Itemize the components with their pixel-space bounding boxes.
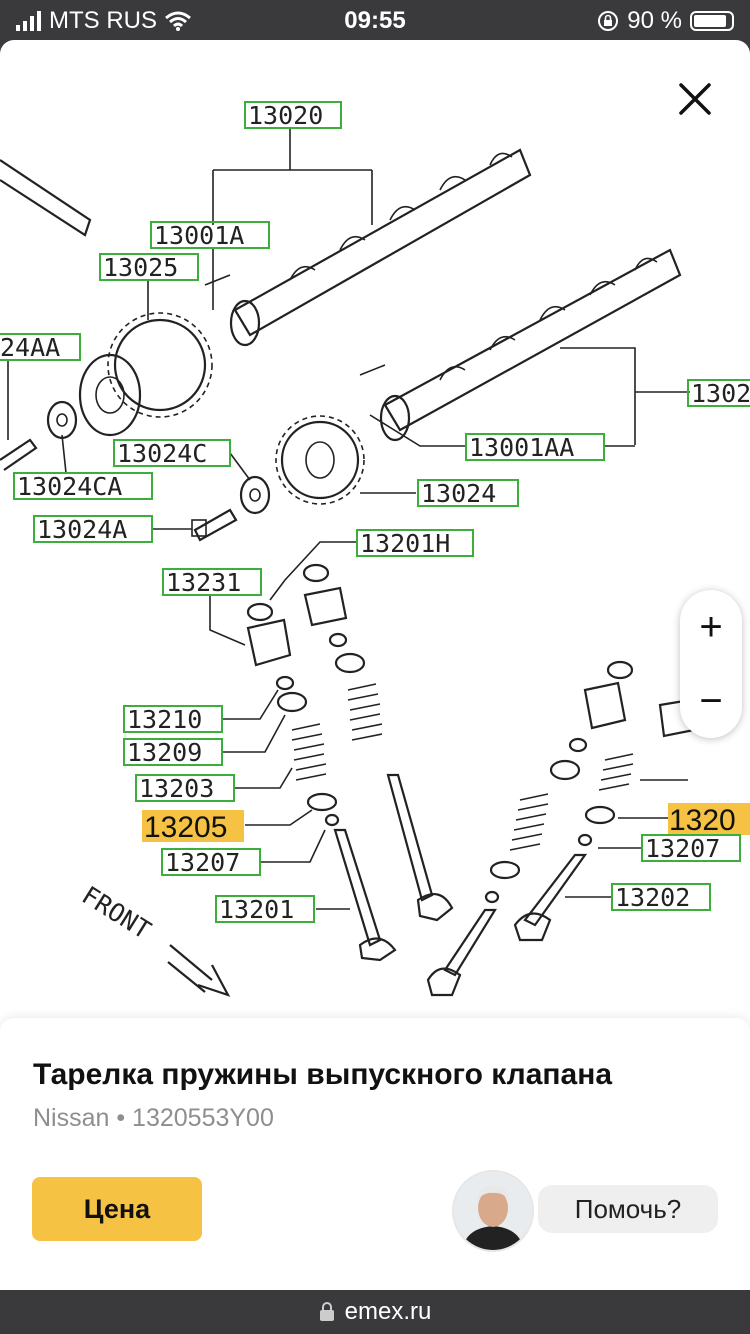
sprocket-13024 <box>275 415 365 505</box>
shaft-top-left <box>0 159 92 237</box>
carrier-name: MTS RUS <box>49 7 157 34</box>
battery-percent: 90 % <box>627 7 682 34</box>
callout-13020[interactable]: 13020 <box>244 101 342 130</box>
callout-1302-right[interactable]: 1302 <box>687 379 750 408</box>
callout-13231[interactable]: 13231 <box>162 568 262 597</box>
svg-text:1302: 1302 <box>691 379 750 408</box>
callout-24aa[interactable]: 24AA <box>0 333 81 362</box>
callout-13207-right[interactable]: 13207 <box>641 834 741 863</box>
callout-13001a[interactable]: 13001A <box>150 221 270 250</box>
help-button[interactable]: Помочь? <box>538 1185 718 1233</box>
leader-lines <box>7 127 690 910</box>
lock-icon <box>319 1302 334 1321</box>
battery-icon <box>690 11 734 31</box>
parts-diagram[interactable]: FRONT 13020 13001A 13025 24AA 1302 13001… <box>0 40 750 1020</box>
callout-13024a[interactable]: 13024A <box>33 515 153 544</box>
callout-13201[interactable]: 13201 <box>215 895 315 924</box>
svg-text:13207: 13207 <box>165 848 240 877</box>
close-button[interactable] <box>670 74 720 124</box>
svg-text:13210: 13210 <box>127 705 202 734</box>
callout-13210[interactable]: 13210 <box>123 705 223 734</box>
callout-13207[interactable]: 13207 <box>161 848 261 877</box>
svg-text:13020: 13020 <box>248 101 323 130</box>
callout-13202[interactable]: 13202 <box>611 883 711 912</box>
svg-text:24AA: 24AA <box>0 333 60 362</box>
svg-text:13203: 13203 <box>139 774 214 803</box>
callout-13205-highlight[interactable]: 13205 <box>142 810 244 844</box>
camshaft-lower <box>359 248 682 442</box>
vvt-sprocket <box>78 312 213 437</box>
bolt-13024a <box>191 508 238 542</box>
callout-13025[interactable]: 13025 <box>99 253 199 282</box>
zoom-control: + − <box>680 590 742 738</box>
front-label: FRONT <box>77 880 156 944</box>
svg-text:13201: 13201 <box>219 895 294 924</box>
svg-text:13024A: 13024A <box>37 515 127 544</box>
washer <box>46 400 78 440</box>
svg-text:13201H: 13201H <box>360 529 450 558</box>
callout-13001aa[interactable]: 13001AA <box>465 433 605 462</box>
person-icon <box>454 1172 532 1250</box>
svg-text:13001AA: 13001AA <box>469 433 574 462</box>
svg-text:13024CA: 13024CA <box>17 472 122 501</box>
svg-text:13001A: 13001A <box>154 221 244 250</box>
svg-text:13024C: 13024C <box>117 439 207 468</box>
svg-text:13207: 13207 <box>645 834 720 863</box>
front-arrow: FRONT <box>77 880 231 997</box>
camshaft-upper <box>204 148 532 347</box>
callout-1320-highlight[interactable]: 1320 <box>668 803 750 837</box>
callout-13201h[interactable]: 13201H <box>356 529 474 558</box>
callout-13024ca[interactable]: 13024CA <box>13 472 153 501</box>
status-right: 90 % <box>597 7 734 35</box>
signal-icon <box>16 11 41 31</box>
bolt-left <box>0 438 38 471</box>
svg-text:13025: 13025 <box>103 253 178 282</box>
svg-text:13231: 13231 <box>166 568 241 597</box>
svg-text:1320: 1320 <box>669 804 736 837</box>
callout-13024[interactable]: 13024 <box>417 479 519 508</box>
valve-train-left <box>246 563 454 962</box>
valve-train-right <box>426 608 724 997</box>
zoom-in-button[interactable]: + <box>699 604 723 649</box>
svg-text:13024: 13024 <box>421 479 496 508</box>
browser-url-bar[interactable]: emex.ru <box>0 1290 750 1334</box>
wifi-icon <box>165 11 191 31</box>
assistant-avatar[interactable] <box>452 1170 534 1252</box>
carrier-group: MTS RUS <box>16 7 191 35</box>
zoom-out-button[interactable]: − <box>699 678 723 723</box>
image-viewer: FRONT 13020 13001A 13025 24AA 1302 13001… <box>0 40 750 1290</box>
callout-13024c[interactable]: 13024C <box>113 439 231 468</box>
price-button[interactable]: Цена <box>32 1177 202 1241</box>
product-card: Тарелка пружины выпускного клапана Nissa… <box>0 1018 750 1290</box>
washer-13024c <box>239 475 271 515</box>
svg-text:13209: 13209 <box>127 738 202 767</box>
clock: 09:55 <box>344 7 406 34</box>
svg-text:13205: 13205 <box>144 811 227 844</box>
url-text: emex.ru <box>344 1298 432 1325</box>
orientation-lock-icon <box>598 11 619 31</box>
callout-13209[interactable]: 13209 <box>123 738 223 767</box>
product-subtitle: Nissan • 1320553Y00 <box>33 1104 274 1132</box>
status-bar: MTS RUS 09:55 90 % <box>0 0 750 40</box>
callout-13203[interactable]: 13203 <box>135 774 235 803</box>
close-icon <box>679 83 711 115</box>
product-title: Тарелка пружины выпускного клапана <box>33 1058 613 1091</box>
svg-text:13202: 13202 <box>615 883 690 912</box>
